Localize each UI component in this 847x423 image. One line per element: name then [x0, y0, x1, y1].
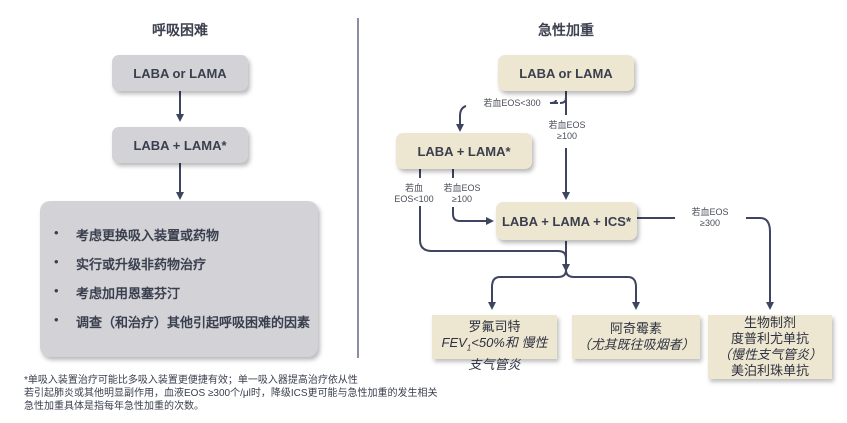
list-item: • 实行或升级非药物治疗 — [54, 254, 318, 283]
list-item-text: 考虑加用恩塞芬汀 — [76, 286, 181, 301]
label-eos-ge-100-b: 若血EOS ≥100 — [440, 183, 484, 205]
outcome-condition: FEV1<50%和 慢性 — [441, 335, 548, 353]
list-item: • 考虑更换吸入装置或药物 — [54, 225, 318, 254]
label-eos-lt-100: 若血 EOS<100 — [392, 183, 436, 205]
outcome-drug-dupilumab: 度普利尤单抗 — [730, 331, 809, 346]
list-item-text: 调查（和治疗）其他引起呼吸困难的因素 — [76, 315, 311, 330]
right-panel-title: 急性加重 — [538, 22, 594, 38]
label-line: ≥100 — [452, 194, 472, 204]
list-item-text: 实行或升级非药物治疗 — [76, 257, 207, 272]
label-eos-ge-100-a: 若血EOS ≥100 — [545, 120, 589, 142]
right-box-laba-lama-ics: LABA + LAMA + ICS* — [496, 202, 637, 240]
left-panel-title: 呼吸困难 — [152, 22, 208, 38]
list-item-text: 考虑更换吸入装置或药物 — [76, 228, 220, 243]
bullet-icon: • — [54, 225, 59, 240]
split-right — [565, 269, 640, 310]
arrow-top-to-dual — [549, 97, 567, 104]
footnote: *单吸入装置治疗可能比多吸入装置更便捷有效；单一吸入器提高治疗依从性 — [24, 375, 358, 386]
outcome-condition: （尤其既往吸烟者） — [577, 337, 695, 352]
outcome-condition: （慢性支气管炎） — [717, 347, 822, 362]
split-left — [488, 269, 567, 310]
outcome-condition-line2: 支气管炎 — [468, 356, 521, 372]
arrow-to-biologics — [746, 217, 774, 310]
bullet-icon: • — [54, 254, 59, 269]
label-line: ≥100 — [557, 131, 577, 141]
footnote: 急性加重具体是指每年急性加重的次数。 — [24, 401, 204, 412]
outcome-drug-name: 罗氟司特 — [468, 319, 521, 334]
arrow-to-dual — [456, 105, 467, 132]
label-line: 若血EOS — [548, 120, 586, 130]
label-eos-ge-300: 若血EOS ≥300 — [688, 207, 732, 229]
bullet-icon: • — [54, 283, 59, 298]
left-box-laba-lama: LABA + LAMA* — [112, 127, 248, 163]
outcome-roflumilast: 罗氟司特 FEV1<50%和 慢性 支气管炎 — [432, 315, 557, 372]
footnotes: *单吸入装置治疗可能比多吸入装置更便捷有效；单一吸入器提高治疗依从性 若引起肺炎… — [24, 374, 438, 413]
right-box-laba-lama: LABA + LAMA* — [396, 133, 532, 169]
arrow-dual-to-triple — [452, 207, 494, 225]
outcome-drug-mepolizumab: 美泊利珠单抗 — [730, 363, 809, 378]
label-line: 若血EOS — [443, 183, 481, 193]
label-line: EOS<100 — [394, 194, 434, 204]
label-line: 若血 — [404, 183, 423, 193]
outcome-biologics: 生物制剂 度普利尤单抗 （慢性支气管炎） 美泊利珠单抗 — [708, 315, 832, 379]
panel-divider — [357, 18, 359, 358]
right-box-laba-or-lama: LABA or LAMA — [498, 55, 634, 91]
left-box-laba-or-lama: LABA or LAMA — [112, 55, 248, 91]
list-item: • 调查（和治疗）其他引起呼吸困难的因素 — [54, 312, 318, 341]
label-line: 若血EOS — [691, 207, 729, 217]
footnote: 若引起肺炎或其他明显副作用，血液EOS ≥300个/μl时，降级ICS更可能与急… — [24, 388, 438, 399]
dyspnea-recommendations: • 考虑更换吸入装置或药物 • 实行或升级非药物治疗 • 考虑加用恩塞芬汀 • … — [40, 201, 318, 357]
outcome-drug-name: 生物制剂 — [743, 315, 796, 330]
label-eos-lt-300: 若血EOS<300 — [483, 98, 541, 108]
list-item: • 考虑加用恩塞芬汀 — [54, 283, 318, 312]
bullet-icon: • — [54, 312, 59, 327]
outcome-drug-name: 阿奇霉素 — [609, 321, 662, 336]
label-line: ≥300 — [700, 218, 720, 228]
outcome-azithromycin: 阿奇霉素 （尤其既往吸烟者） — [572, 315, 700, 359]
